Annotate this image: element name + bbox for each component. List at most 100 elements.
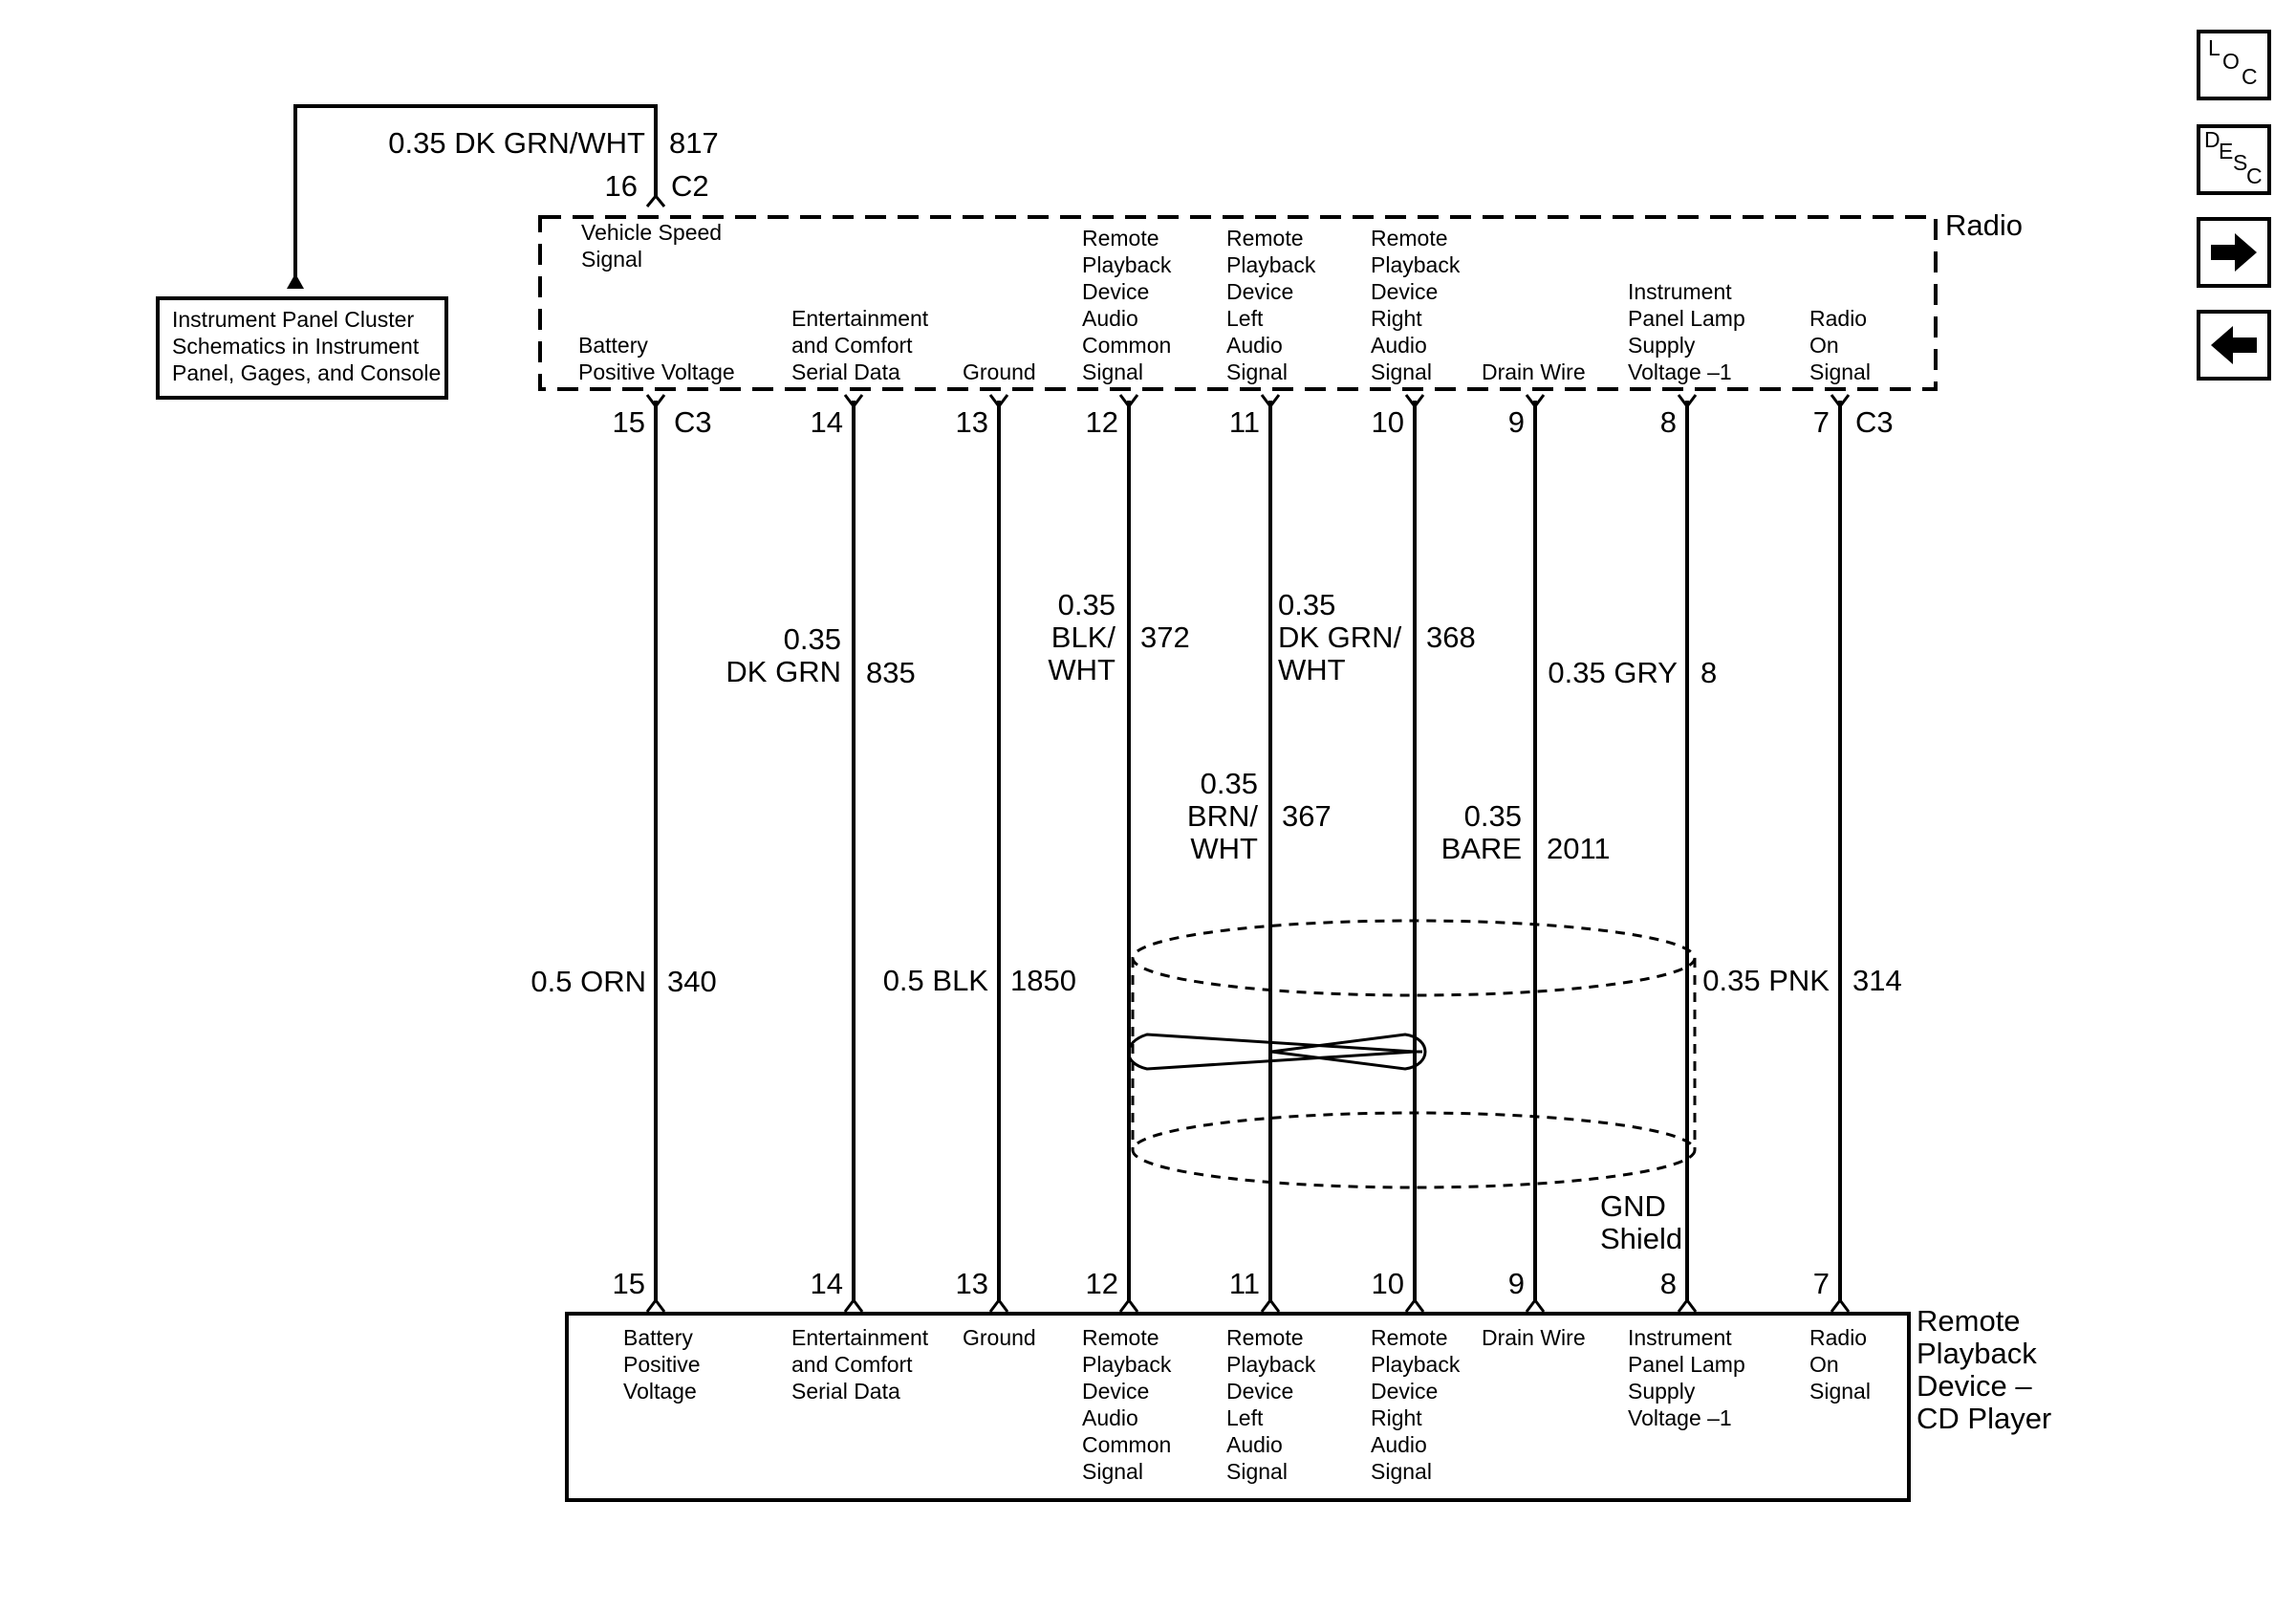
radio-pin-mark-9: [1525, 394, 1546, 409]
radio-title: Radio: [1945, 208, 2023, 242]
device-pin-label-12-line-4: Audio: [1082, 1405, 1138, 1430]
vehicle-speed-label-line-2: Signal: [581, 247, 642, 272]
instrument-panel-cluster-link[interactable]: Instrument Panel Cluster Schematics in I…: [156, 296, 448, 400]
device-pin-label-15-line-1: Battery: [623, 1325, 693, 1350]
radio-pin-label-12-line-5: Common: [1082, 333, 1171, 358]
device-pin-label-12-line-3: Device: [1082, 1379, 1149, 1404]
device-pin-label-7-line-1: Radio: [1809, 1325, 1867, 1350]
device-title-line-4: CD Player: [1917, 1402, 2051, 1435]
device-pin-number-7: 7: [1813, 1267, 1830, 1300]
device-pin-label-11-line-4: Left: [1226, 1405, 1264, 1430]
radio-pin-label-11-line-5: Audio: [1226, 333, 1283, 358]
wire-spec-11-line-3: WHT: [1190, 832, 1258, 865]
cluster-link-line-3: Panel, Gages, and Console: [172, 360, 441, 385]
device-pin-label-12-line-5: Common: [1082, 1432, 1171, 1457]
radio-pin-number-14: 14: [811, 405, 843, 439]
radio-pin-label-10-line-6: Signal: [1371, 359, 1432, 384]
radio-pin-label-14-line-1: Entertainment: [791, 306, 929, 331]
arrow-right-icon: [2211, 233, 2257, 272]
radio-pin-label-7-line-2: On: [1809, 333, 1839, 358]
radio-pin-label-10-line-5: Audio: [1371, 333, 1427, 358]
device-pin-label-8-line-2: Panel Lamp: [1628, 1352, 1745, 1377]
device-pin-label-11-line-6: Signal: [1226, 1459, 1288, 1484]
twisted-pair-symbol: [1127, 1033, 1427, 1071]
radio-pin-label-15-line-1: Battery: [578, 333, 648, 358]
cluster-link-line-1: Instrument Panel Cluster: [172, 307, 414, 332]
back-button[interactable]: [2197, 310, 2271, 381]
device-pin-label-10-line-6: Signal: [1371, 1459, 1432, 1484]
device-pin-mark-14: [843, 1297, 864, 1313]
radio-pin-number-12: 12: [1086, 405, 1118, 439]
radio-pin-number-13: 13: [956, 405, 988, 439]
device-pin-label-11-line-2: Playback: [1226, 1352, 1316, 1377]
device-title-line-2: Playback: [1917, 1337, 2037, 1370]
radio-pin-label-15-line-2: Positive Voltage: [578, 359, 735, 384]
radio-pin-mark-15: [645, 394, 666, 409]
device-pin-label-15-line-2: Positive: [623, 1352, 701, 1377]
device-pin-number-11: 11: [1229, 1267, 1260, 1300]
device-pin-number-14: 14: [811, 1267, 843, 1300]
radio-pin-label-10-line-4: Right: [1371, 306, 1422, 331]
device-pin-label-8-line-1: Instrument: [1628, 1325, 1732, 1350]
device-pin-label-11-line-3: Device: [1226, 1379, 1293, 1404]
desc-letter-e: E: [2219, 139, 2233, 163]
feed-circuit-number: 817: [669, 126, 719, 160]
radio-pin-number-8: 8: [1660, 405, 1677, 439]
wire-spec-14-line-2: DK GRN: [726, 655, 841, 688]
radio-pin-label-8-line-4: Voltage –1: [1628, 359, 1732, 384]
device-pin-label-10-line-1: Remote: [1371, 1325, 1448, 1350]
device-pin-mark-10: [1404, 1297, 1425, 1313]
device-pin-mark-11: [1260, 1297, 1281, 1313]
shielded-cable: [1131, 919, 1697, 1189]
device-pin-mark-15: [645, 1297, 666, 1313]
device-pin-mark-12: [1118, 1297, 1139, 1313]
wire-circuit-8: 8: [1700, 656, 1717, 689]
device-pin-label-9-line-1: Drain Wire: [1482, 1325, 1586, 1350]
desc-button[interactable]: D E S C: [2197, 124, 2271, 195]
radio-pin-label-14-line-2: and Comfort: [791, 333, 913, 358]
radio-connector-left: C3: [674, 405, 712, 439]
radio-pin-label-10-line-2: Playback: [1371, 252, 1461, 277]
wire-circuit-15: 340: [667, 965, 717, 998]
wire-circuit-9: 2011: [1547, 832, 1611, 865]
radio-pin-label-11-line-4: Left: [1226, 306, 1264, 331]
radio-pin-mark-14: [843, 394, 864, 409]
device-pin-label-7-line-3: Signal: [1809, 1379, 1871, 1404]
wire-spec-13-line-1: 0.5 BLK: [883, 964, 989, 997]
feed-pin-number: 16: [605, 169, 638, 203]
radio-pin-label-13-line-1: Ground: [963, 359, 1036, 384]
gnd-shield-label-line-1: GND: [1600, 1189, 1666, 1223]
wire-spec-12-line-1: 0.35: [1058, 588, 1116, 621]
wire-spec-9-line-2: BARE: [1441, 832, 1522, 865]
device-pin-label-10-line-3: Device: [1371, 1379, 1438, 1404]
radio-pin-label-11-line-1: Remote: [1226, 226, 1304, 250]
radio-pin-mark-13: [988, 394, 1009, 409]
radio-pin-label-11-line-2: Playback: [1226, 252, 1316, 277]
radio-pin-mark-10: [1404, 394, 1425, 409]
device-pin-label-14-line-1: Entertainment: [791, 1325, 929, 1350]
radio-pin-label-12-line-2: Playback: [1082, 252, 1172, 277]
radio-component: Radio Vehicle Speed Signal: [538, 208, 2023, 391]
device-pin-label-12-line-1: Remote: [1082, 1325, 1159, 1350]
wire-spec-11-line-2: BRN/: [1187, 799, 1258, 833]
device-pin-label-11-line-5: Audio: [1226, 1432, 1283, 1457]
device-title-line-1: Remote: [1917, 1304, 2021, 1338]
radio-pin-number-15: 15: [613, 405, 645, 439]
device-pin-mark-13: [988, 1297, 1009, 1313]
desc-letter-d: D: [2204, 127, 2220, 152]
device-pin-mark-8: [1677, 1297, 1698, 1313]
device-pin-label-14-line-2: and Comfort: [791, 1352, 913, 1377]
radio-pin-label-14-line-3: Serial Data: [791, 359, 900, 384]
radio-pin-label-12-line-3: Device: [1082, 279, 1149, 304]
radio-pin-label-9-line-1: Drain Wire: [1482, 359, 1586, 384]
arrow-left-icon: [2211, 326, 2257, 364]
loc-button[interactable]: L O C: [2197, 30, 2271, 100]
wires-layer: [654, 401, 1842, 1300]
forward-button[interactable]: [2197, 217, 2271, 288]
gnd-shield-label-line-2: Shield: [1600, 1222, 1682, 1255]
wire-spec-14-line-1: 0.35: [784, 622, 841, 656]
device-pin-label-7-line-2: On: [1809, 1352, 1839, 1377]
